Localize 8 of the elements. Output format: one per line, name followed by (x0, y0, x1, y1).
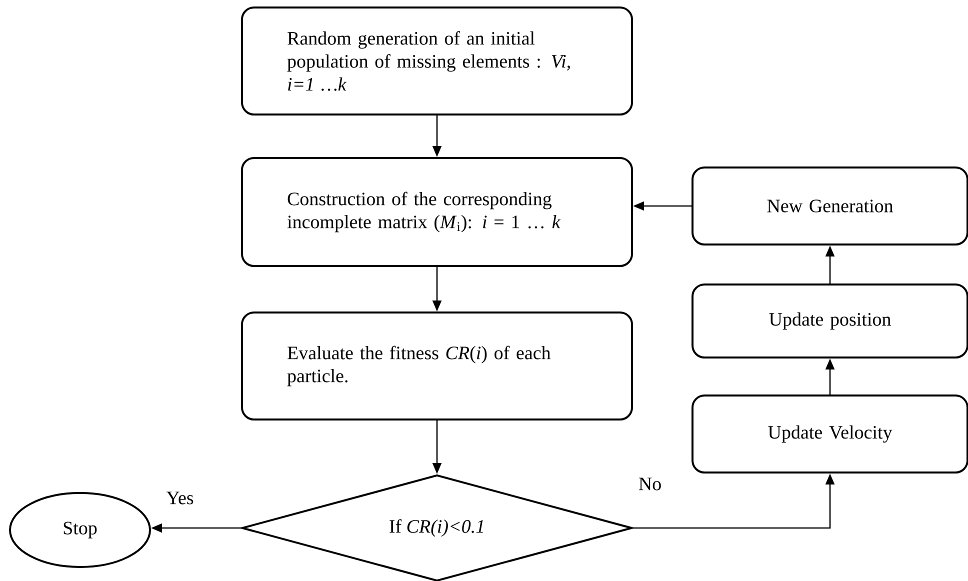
process-box: New Generation (692, 166, 968, 246)
process-box: Random generation of an initial population of missing elements : Vi, i=1 …k (241, 6, 633, 116)
process-box: Evaluate the fitness CR(i) of each particle. (241, 312, 633, 420)
edge-label: No (637, 476, 663, 492)
edge-label: Yes (165, 490, 195, 506)
process-box: Update position (692, 284, 968, 358)
process-box: Construction of the corresponding incomplete matrix (M$_{i}$): i = 1 … k (241, 157, 633, 267)
process-box: Update Velocity (692, 394, 968, 474)
